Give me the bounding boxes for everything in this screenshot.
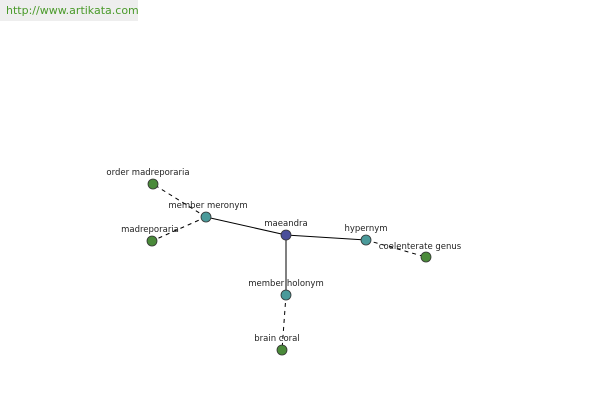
edge-member-holonym-to-brain-coral <box>281 294 287 351</box>
node-member-holonym[interactable] <box>280 289 292 301</box>
node-label-coelenterate-genus[interactable]: coelenterate genus <box>379 242 462 252</box>
node-label-order-madreporaria[interactable]: order madreporaria <box>106 168 189 178</box>
node-label-brain-coral[interactable]: brain coral <box>254 334 300 344</box>
edge-maeandra-to-member-meronym <box>205 216 287 236</box>
node-member-meronym[interactable] <box>200 211 212 223</box>
node-label-member-holonym[interactable]: member holonym <box>248 279 323 289</box>
node-madreporaria[interactable] <box>146 235 158 247</box>
node-label-madreporaria[interactable]: madreporaria <box>121 225 179 235</box>
url-banner: http://www.artikata.com <box>0 0 139 21</box>
node-order-madreporaria[interactable] <box>147 178 159 190</box>
node-maeandra[interactable] <box>280 229 292 241</box>
node-label-hypernym[interactable]: hypernym <box>344 224 387 234</box>
node-hypernym[interactable] <box>360 234 372 246</box>
node-coelenterate-genus[interactable] <box>420 251 432 263</box>
edge-member-meronym-to-order-madreporaria <box>152 183 207 218</box>
node-label-maeandra[interactable]: maeandra <box>264 219 307 229</box>
url-link[interactable]: http://www.artikata.com <box>6 4 139 17</box>
edge-member-meronym-to-madreporaria <box>151 216 207 242</box>
node-brain-coral[interactable] <box>276 344 288 356</box>
nodes-layer <box>146 178 432 356</box>
edges-layer <box>151 183 427 351</box>
labels-layer: maeandra member meronym hypernym member hol… <box>106 168 461 344</box>
edge-maeandra-to-hypernym <box>285 234 367 241</box>
node-label-member-meronym[interactable]: member meronym <box>168 201 247 211</box>
edge-hypernym-to-coelenterate-genus <box>365 239 427 258</box>
